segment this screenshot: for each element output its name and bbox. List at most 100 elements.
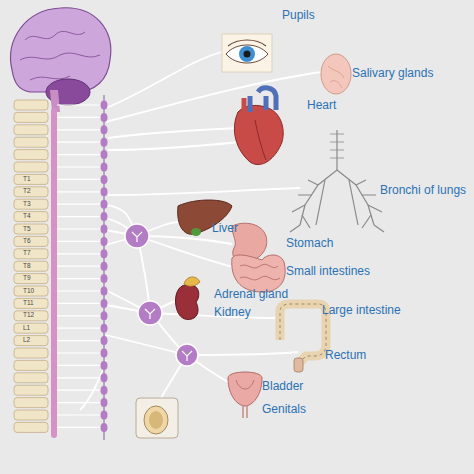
chain-ganglion <box>101 225 108 234</box>
chain-ganglion <box>101 212 108 221</box>
vertebra-label: T9 <box>23 274 31 281</box>
organ-label: Rectum <box>325 348 366 362</box>
vertebra <box>14 212 48 222</box>
chain-ganglion <box>101 175 108 184</box>
organ-label: Pupils <box>282 8 315 22</box>
gallbladder <box>191 228 201 236</box>
vertebra <box>14 410 48 420</box>
vertebra-label: L1 <box>23 324 30 331</box>
spinal-nerve <box>57 191 104 192</box>
vertebra <box>14 336 48 346</box>
vertebra-label: T4 <box>23 212 31 219</box>
vertebra <box>14 422 48 432</box>
kidney <box>175 277 200 320</box>
vertebra <box>14 311 48 321</box>
spinal-nerve <box>57 129 104 130</box>
chain-ganglion <box>101 311 108 320</box>
chain-ganglion <box>101 373 108 382</box>
vertebra-label: T7 <box>23 249 31 256</box>
chain-ganglion <box>101 200 108 209</box>
large-intestine-outline <box>280 304 326 362</box>
chain-ganglion <box>101 324 108 333</box>
vertebra <box>14 261 48 271</box>
chain-ganglion <box>101 262 108 271</box>
vertebra-label: T5 <box>23 225 31 232</box>
organ-label: Heart <box>307 98 336 112</box>
chain-ganglion <box>101 411 108 420</box>
collateral-ganglia <box>125 224 198 366</box>
spinal-nerve <box>57 154 104 155</box>
chain-ganglion <box>101 101 108 110</box>
organ-label: Adrenal gland <box>214 287 288 301</box>
brain <box>11 8 111 112</box>
vertebra <box>14 199 48 209</box>
chain-ganglion <box>101 386 108 395</box>
spinal-nerve <box>57 278 104 279</box>
vertebral-column <box>14 100 104 432</box>
organ-label: Kidney <box>214 305 251 319</box>
vertebra <box>14 398 48 408</box>
chain-ganglion <box>101 249 108 258</box>
vertebra <box>14 100 48 110</box>
chain-ganglion <box>101 138 108 147</box>
chain-ganglion <box>101 125 108 134</box>
vertebra-label: T3 <box>23 200 31 207</box>
chain-ganglion <box>101 274 108 283</box>
chain-ganglion <box>101 187 108 196</box>
vertebra-label: T8 <box>23 262 31 269</box>
vertebra-label: T11 <box>23 299 34 306</box>
spinal-nerve <box>57 427 104 428</box>
bronchi <box>290 130 384 232</box>
chain-ganglion <box>101 113 108 122</box>
spinal-nerve <box>57 290 104 291</box>
chain-ganglion <box>101 237 108 246</box>
chain-ganglion <box>101 299 108 308</box>
vertebra <box>14 125 48 135</box>
spinal-nerve <box>57 365 104 366</box>
spinal-nerve <box>57 303 104 304</box>
organ-label: Stomach <box>286 236 333 250</box>
bladder <box>228 372 262 418</box>
salivary-gland <box>321 54 351 94</box>
vertebra <box>14 298 48 308</box>
nerve-lines <box>80 52 322 410</box>
chain-ganglion <box>101 336 108 345</box>
vertebra <box>14 323 48 333</box>
organ-label: Salivary glands <box>352 66 433 80</box>
spinal-nerve <box>57 179 104 180</box>
vertebra <box>14 360 48 370</box>
vertebra <box>14 236 48 246</box>
vertebra-label: T12 <box>23 311 34 318</box>
large-intestine <box>280 304 326 362</box>
heart <box>234 88 283 165</box>
vertebra-label: T2 <box>23 187 31 194</box>
spinal-nerve <box>57 266 104 267</box>
eye <box>222 34 272 72</box>
vertebra <box>14 162 48 172</box>
vertebra <box>14 174 48 184</box>
vertebra <box>14 373 48 383</box>
chain-ganglion <box>101 398 108 407</box>
organ-label: Liver <box>212 221 238 235</box>
spinal-nerve <box>57 228 104 229</box>
vertebra <box>14 187 48 197</box>
vertebra <box>14 224 48 234</box>
vertebra <box>14 249 48 259</box>
spinal-nerve <box>57 390 104 391</box>
vertebra <box>14 286 48 296</box>
vertebra <box>14 274 48 284</box>
chain-ganglion <box>101 423 108 432</box>
spinal-nerve <box>57 328 104 329</box>
chain-ganglion <box>101 361 108 370</box>
spinal-nerve <box>57 377 104 378</box>
chain-ganglia <box>101 101 108 432</box>
organ-label: Large intestine <box>322 303 401 317</box>
rectum <box>294 358 303 372</box>
spinal-nerve <box>57 204 104 205</box>
vertebra <box>14 112 48 122</box>
organ-label: Bronchi of lungs <box>380 183 466 197</box>
vertebra <box>14 150 48 160</box>
spinal-nerve <box>57 241 104 242</box>
organ-label: Genitals <box>262 402 306 416</box>
vertebra-label: T1 <box>23 175 31 182</box>
